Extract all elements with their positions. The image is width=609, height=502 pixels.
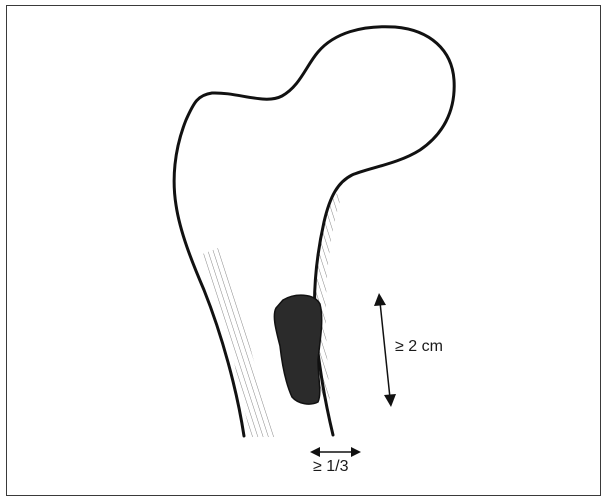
length-double-arrow xyxy=(374,293,396,407)
cortical-width-label: ≥ 1/3 xyxy=(313,458,348,476)
lesion xyxy=(274,295,321,404)
width-double-arrow xyxy=(310,447,361,457)
lesion-length-label: ≥ 2 cm xyxy=(395,338,443,356)
